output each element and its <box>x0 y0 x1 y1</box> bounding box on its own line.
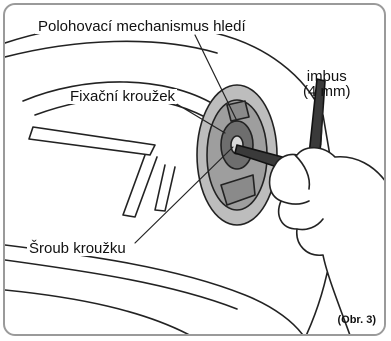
vent-slot <box>29 127 155 155</box>
hand-outline <box>270 148 386 336</box>
helmet-diagram-illustration <box>5 5 386 336</box>
figure-frame: Polohovací mechanismus hledí Fixační kro… <box>3 3 386 336</box>
label-hex-key-name: imbus <box>303 69 351 84</box>
figure-number: (Obr. 3) <box>337 315 376 326</box>
label-ring-screw: Šroub kroužku <box>27 241 128 256</box>
label-fixing-ring: Fixační kroužek <box>68 89 177 104</box>
label-hex-key-size: (4 mm) <box>303 84 351 99</box>
label-mechanism: Polohovací mechanismus hledí <box>35 19 249 34</box>
label-hex-key: imbus (4 mm) <box>303 69 351 99</box>
